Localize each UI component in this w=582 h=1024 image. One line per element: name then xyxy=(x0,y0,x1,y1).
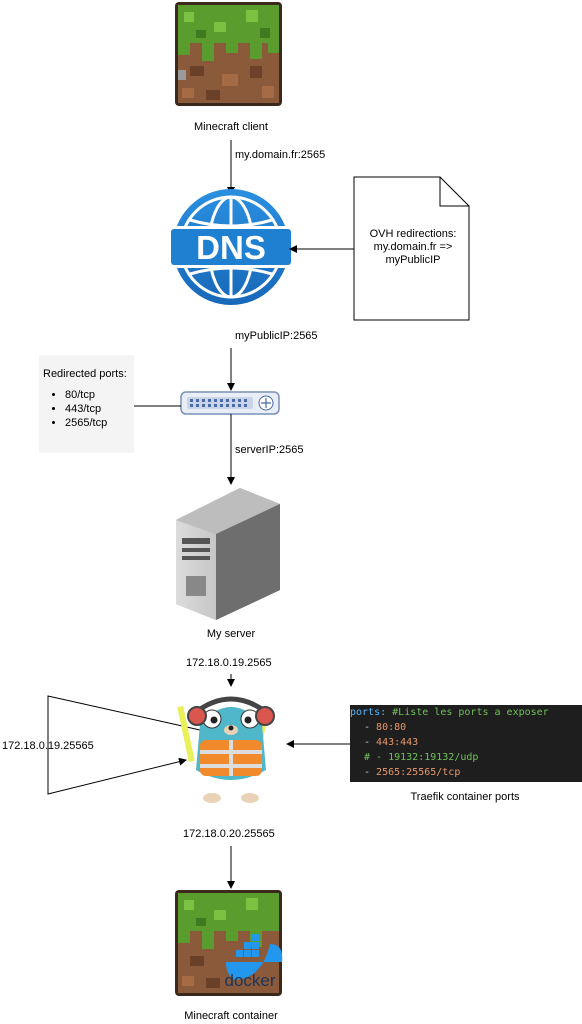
redirected-port-item: 443/tcp xyxy=(65,402,107,416)
redirected-port-item: 80/tcp xyxy=(65,388,107,402)
traefik-label: Traefik container ports xyxy=(410,791,520,803)
minecraft-client-icon xyxy=(175,2,282,106)
code-value: 2565:25565/tcp xyxy=(376,767,461,778)
dns-icon xyxy=(168,189,294,305)
minecraft-client-label: Minecraft client xyxy=(194,121,268,133)
code-comment: #Liste les ports a exposer xyxy=(392,707,549,718)
edge-label-dns-router: myPublicIP:2565 xyxy=(235,330,318,342)
edge-label-traefik-container: 172.18.0.20.25565 xyxy=(183,828,275,840)
code-value: - 19132:19132/udp xyxy=(376,752,479,763)
code-line-header: ports: #Liste les ports a exposer xyxy=(350,707,549,718)
code-line: - 443:443 xyxy=(364,737,418,748)
dns-icon-text: DNS xyxy=(196,229,266,266)
edge-traefik-loop xyxy=(47,695,201,795)
code-line: - 80:80 xyxy=(364,722,406,733)
redirected-ports-title: Redirected ports: xyxy=(43,368,127,380)
traefik-ports-code: ports: #Liste les ports a exposer - 80:8… xyxy=(350,705,582,782)
router-icon xyxy=(180,391,280,415)
server-label: My server xyxy=(206,628,256,640)
ovh-note-text: OVH redirections: my.domain.fr => myPubl… xyxy=(357,228,469,267)
ovh-note-line-3: myPublicIP xyxy=(385,254,441,266)
ovh-note-fold xyxy=(439,177,469,207)
redirected-port-item: 2565/tcp xyxy=(65,416,107,430)
edge-label-server-traefik: 172.18.0.19.2565 xyxy=(186,657,272,669)
ovh-note-document xyxy=(353,176,470,321)
minecraft-container-icon xyxy=(175,890,282,996)
edge-label-traefik-loop: 172.18.0.19.25565 xyxy=(2,740,94,752)
code-line: # - 19132:19132/udp xyxy=(364,752,478,763)
edge-label-router-server: serverIP:2565 xyxy=(235,444,304,456)
code-value: 80:80 xyxy=(376,722,407,733)
edge-label-client-dns: my.domain.fr:2565 xyxy=(235,149,326,161)
redirected-ports-list: 80/tcp 443/tcp 2565/tcp xyxy=(43,388,107,430)
code-line: - 2565:25565/tcp xyxy=(364,767,460,778)
redirected-ports-note: Redirected ports: 80/tcp 443/tcp 2565/tc… xyxy=(39,355,134,453)
code-dash: # xyxy=(364,752,377,763)
code-key: ports: xyxy=(350,707,387,718)
code-dash: - xyxy=(364,722,377,733)
docker-whale-icon xyxy=(226,934,283,980)
traefik-gopher-icon xyxy=(177,696,275,803)
server-icon xyxy=(176,488,280,620)
code-dash: - xyxy=(364,737,377,748)
ovh-note-line-2: my.domain.fr => xyxy=(373,241,453,253)
code-dash: - xyxy=(364,767,377,778)
ovh-note-line-1: OVH redirections: xyxy=(369,228,457,240)
minecraft-container-label: Minecraft container xyxy=(184,1010,278,1022)
docker-logo-text: docker xyxy=(224,971,275,990)
code-value: 443:443 xyxy=(376,737,419,748)
